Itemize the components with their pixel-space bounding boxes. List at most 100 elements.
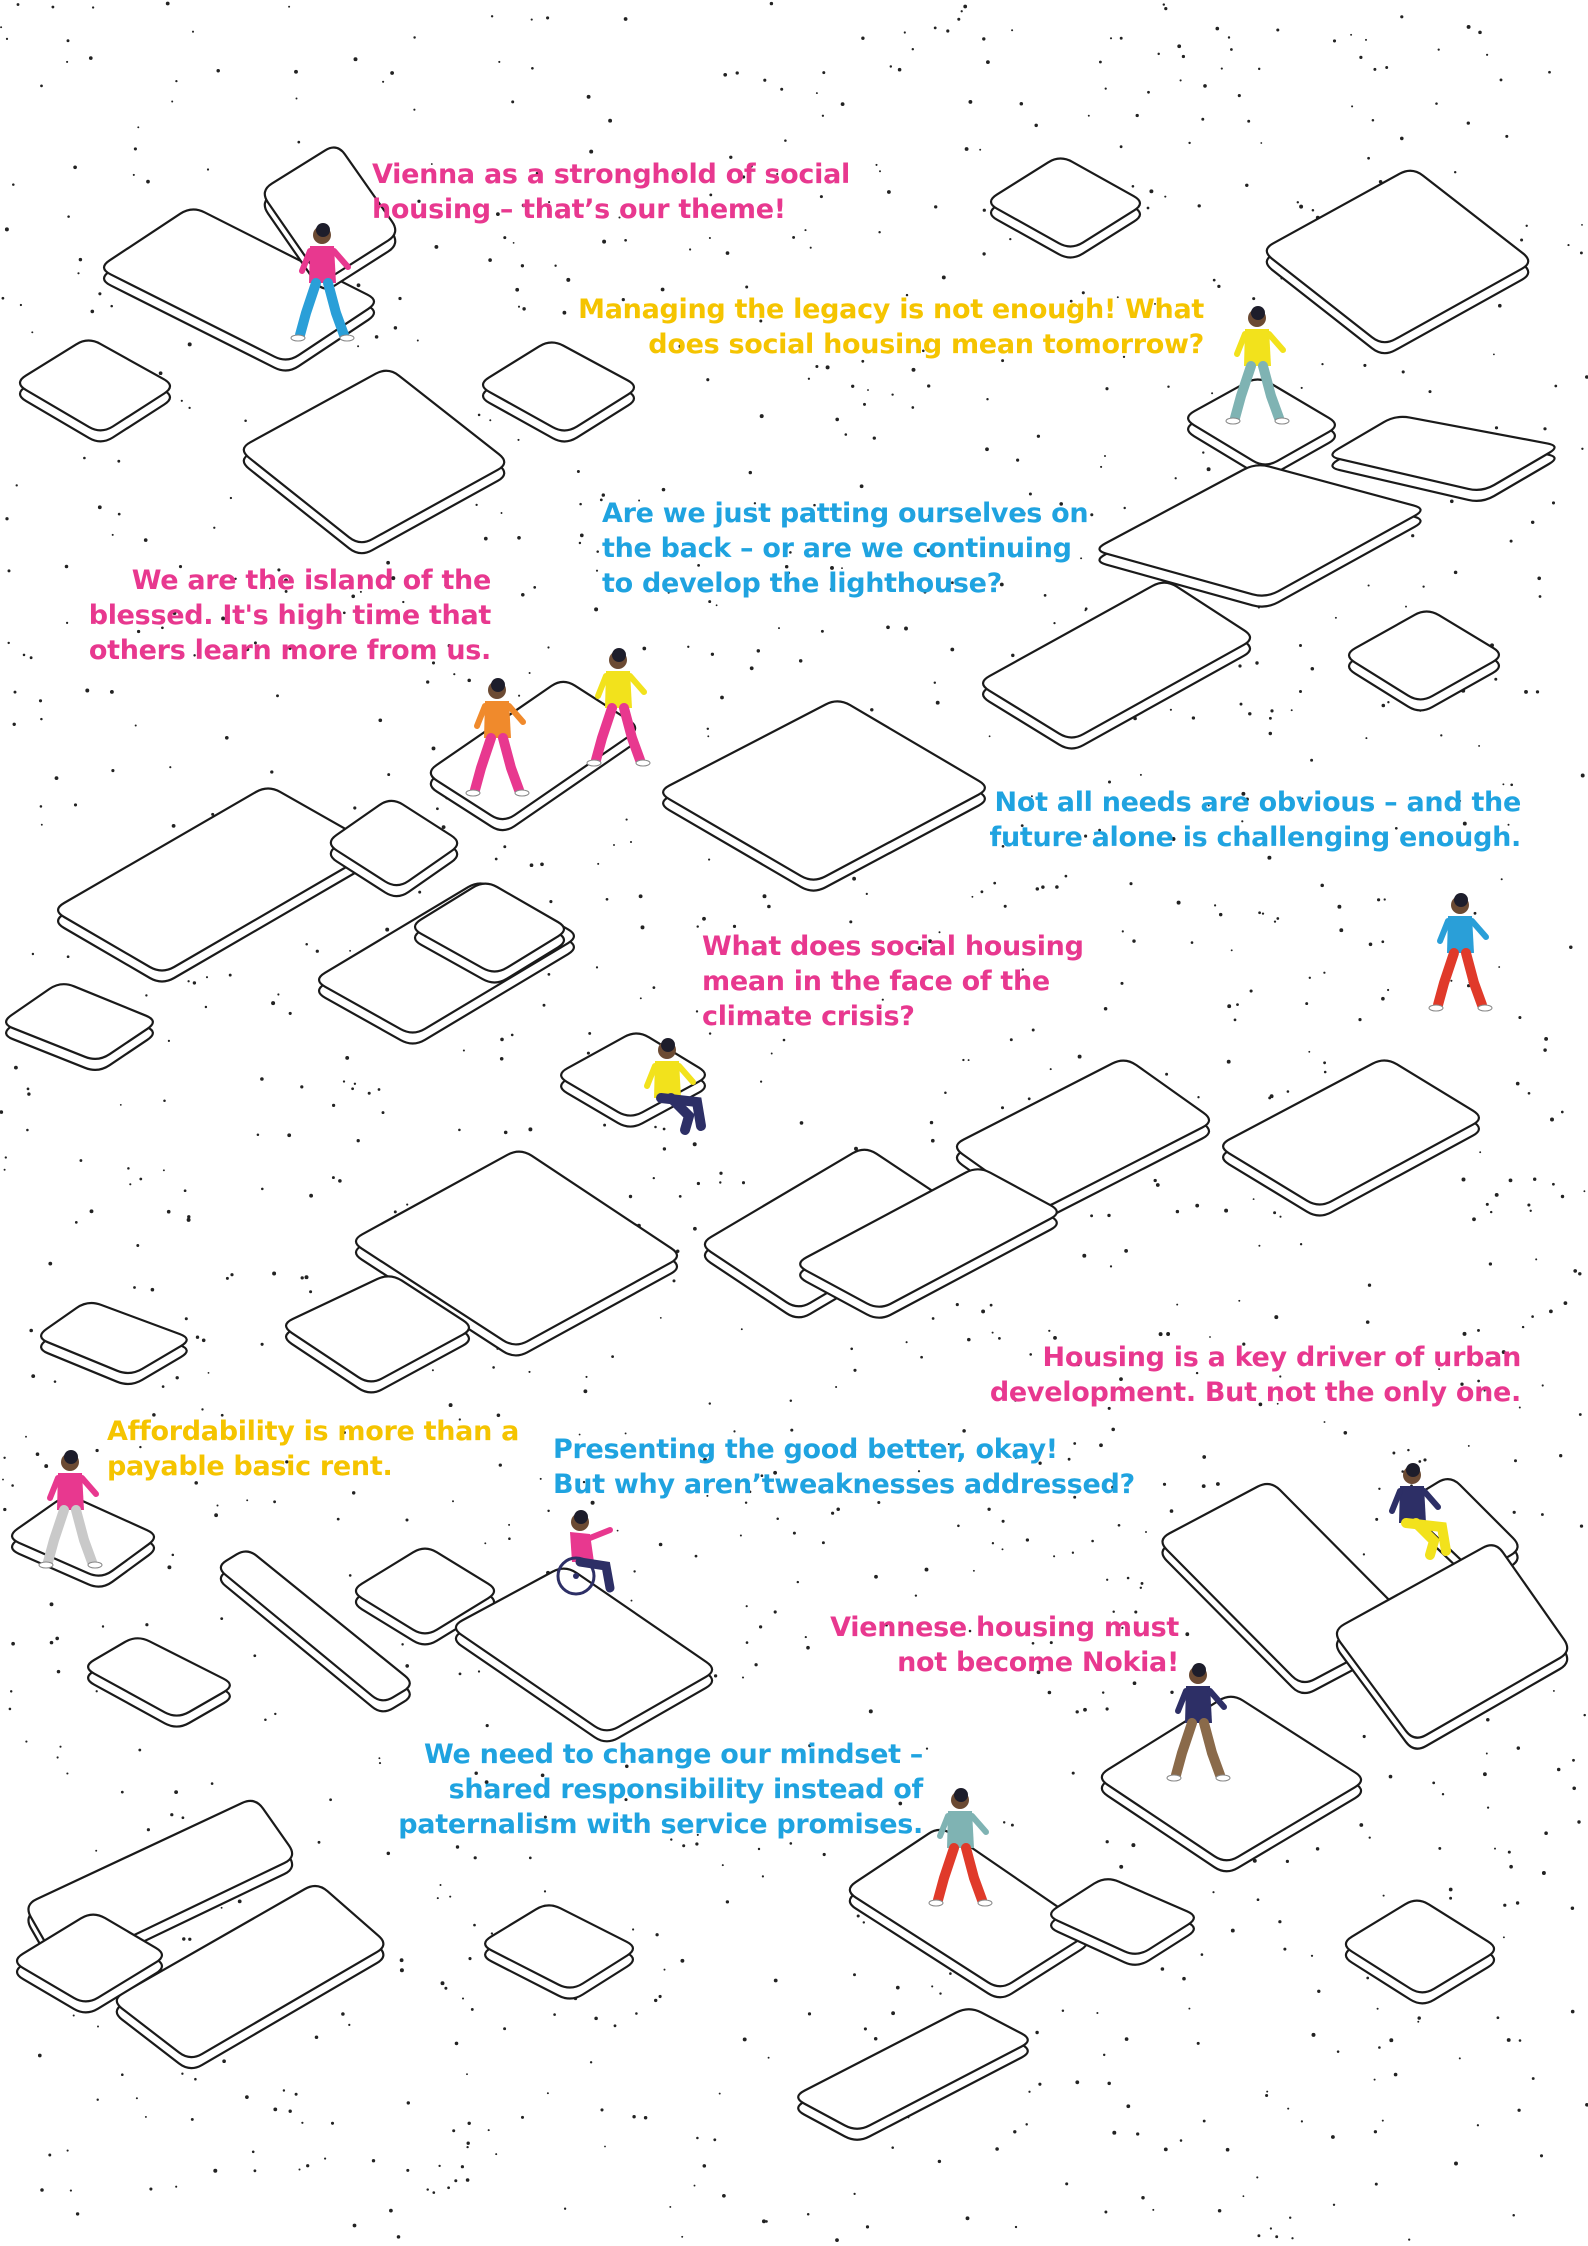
speckle-dot <box>792 1531 796 1535</box>
speckle-dot <box>1337 904 1342 909</box>
speckle-dot <box>175 79 178 83</box>
speckle-dot <box>245 2095 249 2099</box>
speckle-dot <box>175 2185 178 2188</box>
speckle-dot <box>1160 1967 1165 1971</box>
speckle-dot <box>602 239 607 244</box>
platform-tile <box>115 1884 385 2070</box>
speckle-dot <box>836 1507 840 1512</box>
speckle-dot <box>1084 834 1088 838</box>
speckle-dot <box>1059 554 1062 557</box>
speckle-dot <box>540 1773 545 1778</box>
speckle-dot <box>1252 297 1256 301</box>
speckle-dot <box>7 569 11 573</box>
speckle-dot <box>887 190 891 194</box>
speckle-dot <box>342 1080 346 1083</box>
speckle-dot <box>120 1790 124 1794</box>
speckle-dot <box>798 659 803 663</box>
platform-tile <box>454 1567 714 1743</box>
speckle-dot <box>865 892 868 896</box>
speckle-dot <box>1466 24 1471 29</box>
speckle-dot <box>349 949 352 952</box>
speckle-dot <box>625 1764 629 1769</box>
speckle-dot <box>638 894 643 899</box>
speckle-dot <box>586 1051 590 1055</box>
speckle-dot <box>539 1477 542 1480</box>
speckle-dot <box>1268 731 1273 736</box>
speckle-dot <box>678 344 683 349</box>
speckle-dot <box>829 588 833 591</box>
speckle-dot <box>66 955 70 959</box>
speckle-dot <box>1399 136 1404 141</box>
speckle-dot <box>284 589 288 593</box>
speckle-dot <box>756 649 761 653</box>
speckle-dot <box>986 398 989 401</box>
speckle-dot <box>511 100 515 104</box>
speckle-dot <box>804 229 807 232</box>
speckle-dot <box>1203 84 1207 88</box>
speckle-dot <box>1450 979 1453 982</box>
speckle-dot <box>1320 883 1324 888</box>
speckle-dot <box>309 1193 313 1198</box>
speckle-dot <box>1036 1670 1041 1675</box>
speckle-dot <box>531 66 534 70</box>
speckle-dot <box>989 1303 993 1307</box>
people-figures <box>38 223 1493 1907</box>
speckle-dot <box>1080 557 1083 560</box>
speckle-dot <box>1507 1850 1511 1854</box>
speckle-dot <box>1218 912 1223 917</box>
speckle-dot <box>48 2153 52 2157</box>
speckle-dot <box>624 1432 627 1435</box>
speckle-dot <box>1460 1382 1464 1386</box>
speckle-dot <box>849 920 853 924</box>
speckle-dot <box>578 1433 581 1436</box>
speckle-dot <box>517 535 521 540</box>
speckle-dot <box>872 436 876 440</box>
speckle-dot <box>1233 1018 1237 1022</box>
speckle-dot <box>1206 467 1211 472</box>
speckle-dot <box>129 1183 132 1186</box>
speckle-dot <box>965 2216 970 2221</box>
speckle-dot <box>1083 1707 1087 1712</box>
speckle-dot <box>732 924 737 929</box>
speckle-dot <box>284 578 288 583</box>
speckle-dot <box>89 1209 94 1214</box>
speckle-dot <box>1407 1448 1410 1452</box>
speckle-dot <box>98 292 102 296</box>
speckle-dot <box>596 550 599 553</box>
speckle-dot <box>967 1337 971 1342</box>
speckle-dot <box>500 1037 504 1042</box>
speckle-dot <box>547 646 550 649</box>
speckle-dot <box>1053 1555 1056 1558</box>
speckle-dot <box>1408 2238 1411 2241</box>
speckle-dot <box>399 1958 404 1963</box>
speckle-dot <box>97 2025 99 2028</box>
platform-tile <box>1100 1695 1363 1873</box>
speckle-dot <box>611 1355 614 1358</box>
speckle-dot <box>1230 949 1233 952</box>
speckle-dot <box>1394 826 1398 830</box>
speckle-dot <box>1527 1203 1531 1207</box>
speckle-dot <box>1473 911 1477 915</box>
speckle-dot <box>26 1128 29 1132</box>
speckle-dot <box>477 1670 481 1673</box>
speckle-dot <box>285 1460 289 1464</box>
quote-mindset: We need to change our mindset – shared r… <box>398 1739 923 1840</box>
speckle-dot <box>74 1221 78 1224</box>
speckle-dot <box>1273 1211 1277 1215</box>
speckle-dot <box>484 1542 487 1545</box>
speckle-dot <box>897 67 902 72</box>
speckle-dot <box>1001 1548 1004 1551</box>
speckle-dot <box>1165 1072 1169 1076</box>
speckle-dot <box>3 1507 7 1512</box>
platform-tile <box>1186 378 1337 477</box>
speckle-dot <box>1177 44 1182 49</box>
speckle-dot <box>12 722 16 726</box>
speckle-dot <box>1552 1689 1555 1692</box>
speckle-dot <box>1201 1484 1206 1489</box>
speckle-dot <box>171 100 174 103</box>
speckle-dot <box>521 593 525 597</box>
speckle-dot <box>498 60 501 63</box>
speckle-dot <box>13 1065 18 1070</box>
speckle-dot <box>835 2238 839 2242</box>
